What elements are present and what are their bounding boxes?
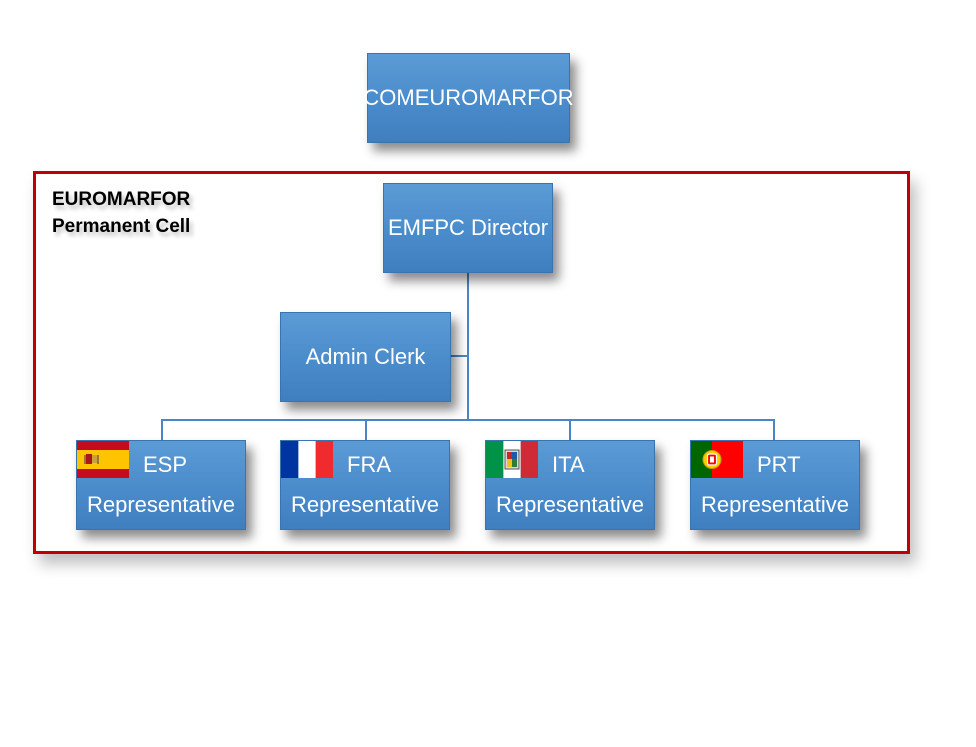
director-box: EMFPC Director xyxy=(383,183,553,273)
esp-representative-box: ESP Representative xyxy=(76,440,246,530)
connector-director-vertical xyxy=(467,272,469,420)
comeuromarfor-box: COMEUROMARFOR xyxy=(363,53,574,143)
fra-code: FRA xyxy=(347,452,391,477)
spain-flag-icon xyxy=(77,441,129,478)
connector-prt xyxy=(773,419,775,441)
fra-title: Representative xyxy=(291,492,439,517)
france-flag-icon xyxy=(281,441,333,478)
permanent-cell-label: EUROMARFOR Permanent Cell xyxy=(52,186,190,240)
prt-code: PRT xyxy=(757,452,801,477)
comeuromarfor-label: COMEUROMARFOR xyxy=(363,85,574,110)
ita-representative-box: ITA Representative xyxy=(485,440,655,530)
connector-clerk xyxy=(450,355,467,357)
prt-representative-box: PRT Representative xyxy=(690,440,860,530)
connector-horizontal-bus xyxy=(161,419,775,421)
esp-title: Representative xyxy=(87,492,235,517)
connector-esp xyxy=(161,419,163,441)
portugal-flag-icon xyxy=(691,441,743,478)
connector-ita xyxy=(569,419,571,441)
italy-flag-icon xyxy=(486,441,538,478)
admin-clerk-box: Admin Clerk xyxy=(280,312,451,402)
ita-title: Representative xyxy=(496,492,644,517)
prt-title: Representative xyxy=(701,492,849,517)
fra-representative-box: FRA Representative xyxy=(280,440,450,530)
ita-code: ITA xyxy=(552,452,585,477)
connector-fra xyxy=(365,419,367,441)
permanent-cell-frame xyxy=(33,171,910,554)
esp-code: ESP xyxy=(143,452,188,477)
permanent-cell-label-line1: EUROMARFOR xyxy=(52,189,191,210)
admin-clerk-label: Admin Clerk xyxy=(305,344,426,369)
director-label: EMFPC Director xyxy=(387,215,549,240)
permanent-cell-label-line2: Permanent Cell xyxy=(52,216,191,237)
